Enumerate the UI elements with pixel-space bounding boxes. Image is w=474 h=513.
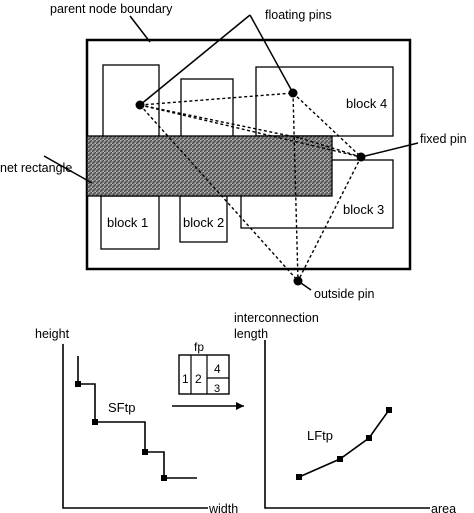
label-block-2: block 2 — [183, 215, 224, 230]
fixed-pin — [356, 152, 366, 162]
transform-arrowhead — [236, 402, 244, 410]
shape-function-plot: height width SFtp — [35, 327, 238, 513]
label-floating-pins: floating pins — [265, 8, 332, 22]
net-line — [139, 104, 301, 139]
fp-cell-2: 2 — [195, 372, 202, 386]
fp-cell-1: 1 — [182, 372, 189, 386]
label-block-3: block 3 — [343, 202, 384, 217]
leader-net-rectangle — [43, 155, 93, 184]
sf-point — [92, 419, 98, 425]
outside-pin — [293, 276, 303, 286]
sf-ylabel: height — [35, 327, 70, 341]
label-net-rectangle: net rectangle — [0, 161, 72, 175]
fp-outline — [178, 354, 230, 395]
lf-xlabel: area — [431, 502, 456, 513]
sf-xlabel: width — [208, 502, 238, 513]
net-line — [292, 92, 362, 158]
fp-cell-3: 3 — [214, 383, 220, 395]
fp-cell-4: 4 — [214, 362, 221, 376]
net-line — [139, 104, 362, 158]
label-fixed-pin: fixed pin — [420, 132, 467, 146]
sf-point — [75, 381, 81, 387]
label-parent-node-boundary: parent node boundary — [50, 2, 173, 16]
lf-axes — [264, 340, 430, 509]
sf-point — [142, 449, 148, 455]
lf-point — [366, 435, 372, 441]
block-upper-left — [102, 64, 160, 138]
leader-fixed-pin — [360, 142, 419, 158]
sf-point — [161, 475, 167, 481]
label-block-4: block 4 — [346, 96, 387, 111]
length-function-plot: interconnection length area LFtp — [234, 311, 456, 513]
lf-curve — [298, 409, 390, 478]
lf-point — [337, 456, 343, 462]
net-connections — [139, 92, 362, 282]
lf-curve-label: LFtp — [307, 428, 333, 443]
label-outside-pin: outside pin — [314, 287, 375, 301]
floating-pin-left — [135, 100, 145, 110]
sf-staircase — [77, 356, 197, 479]
block-upper-middle — [180, 78, 234, 138]
floorplan-inset: fp 1 2 4 3 — [172, 340, 244, 410]
net-line — [297, 156, 362, 282]
lf-point — [296, 474, 302, 480]
sf-curve-label: SFtp — [108, 400, 135, 415]
label-block-1: block 1 — [107, 215, 148, 230]
lf-point — [386, 407, 392, 413]
floating-pin-right — [288, 88, 298, 98]
sf-axes — [62, 344, 208, 509]
lf-ylabel-line2: length — [234, 327, 268, 341]
leader-parent-boundary — [129, 15, 151, 43]
net-line — [139, 104, 299, 282]
sf-points — [75, 381, 167, 481]
leader-floating-pin-1 — [139, 14, 251, 106]
lf-points — [296, 407, 392, 480]
net-line — [292, 92, 299, 282]
leader-floating-pin-2 — [249, 14, 294, 94]
top-diagram: parent node boundary floating pins fixed… — [0, 2, 467, 301]
leader-lines — [43, 14, 419, 291]
lf-ylabel-line1: interconnection — [234, 311, 319, 325]
net-rectangle — [86, 135, 333, 197]
fp-title: fp — [194, 340, 204, 354]
net-line — [139, 92, 294, 106]
